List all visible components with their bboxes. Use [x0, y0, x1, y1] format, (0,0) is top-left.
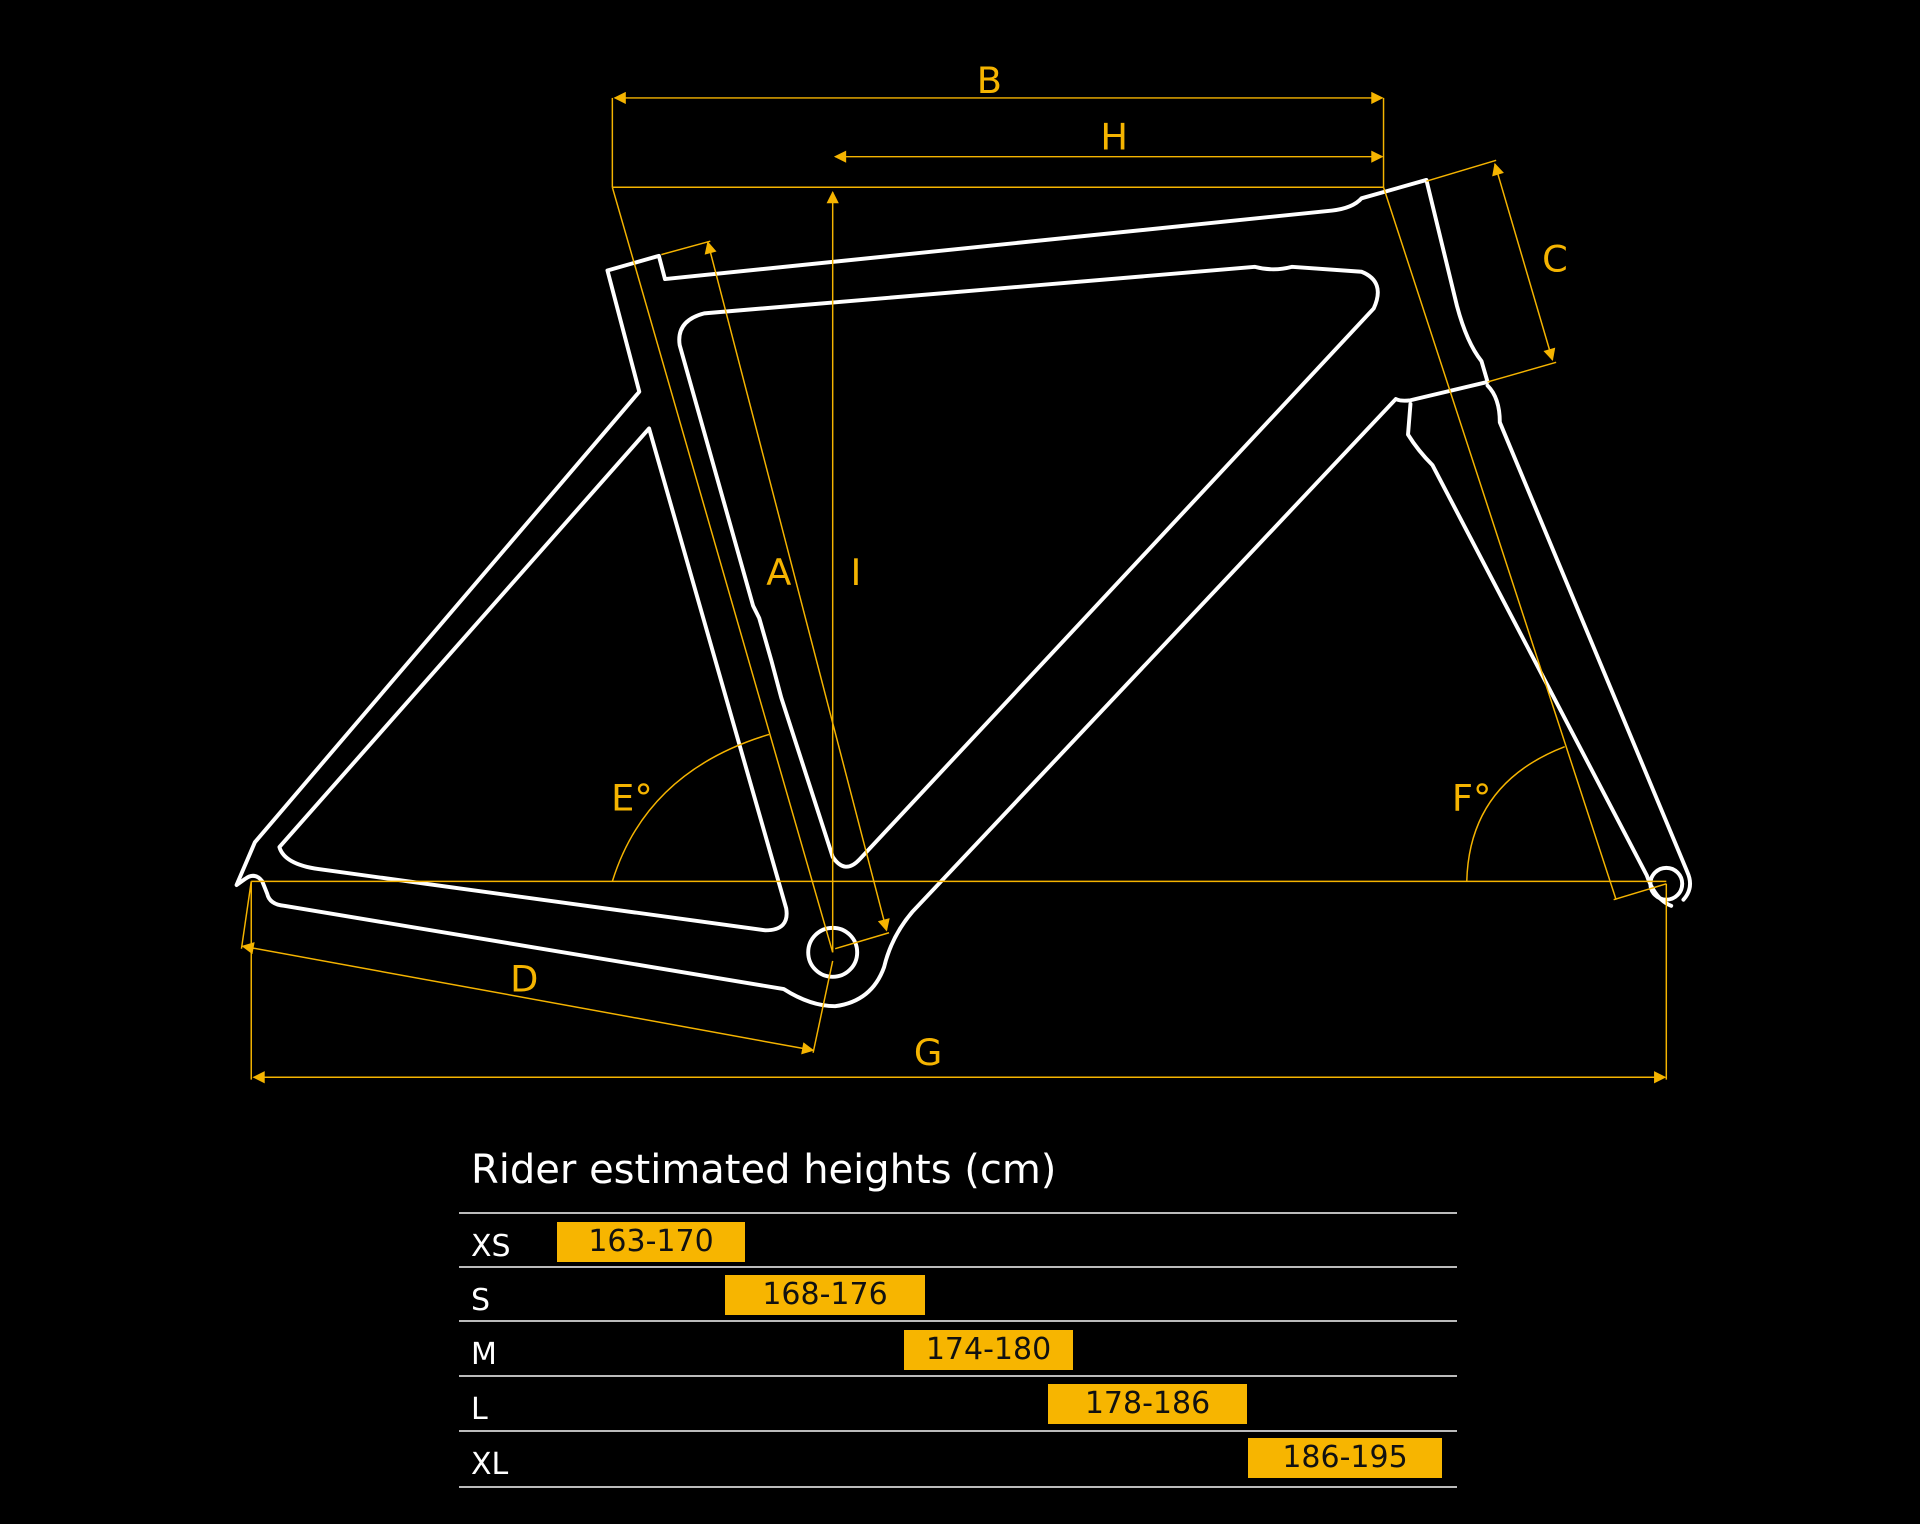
height-range-bar: 163-170	[557, 1222, 745, 1262]
size-label: S	[471, 1283, 491, 1318]
table-row-m: M 174-180	[459, 1320, 1457, 1376]
label-E-angle: E°	[611, 776, 653, 819]
label-H: H	[1100, 115, 1128, 158]
dim-C-line	[1492, 162, 1556, 362]
rider-heights-title: Rider estimated heights (cm)	[471, 1147, 1057, 1193]
height-range-bar: 186-195	[1248, 1438, 1442, 1478]
label-G: G	[914, 1031, 942, 1074]
size-label: XS	[471, 1229, 511, 1264]
bike-frame-outline	[234, 177, 1692, 1009]
height-range-bar: 178-186	[1048, 1384, 1247, 1424]
table-row-s: S 168-176	[459, 1266, 1457, 1322]
label-C: C	[1542, 238, 1568, 281]
size-label: XL	[471, 1447, 509, 1482]
label-I: I	[851, 551, 862, 594]
dim-D-line	[241, 942, 815, 1055]
table-row-xs: XS 163-170	[459, 1212, 1457, 1268]
angle-E-arc	[611, 733, 770, 882]
label-B: B	[977, 59, 1002, 102]
label-F-angle: F°	[1452, 776, 1491, 819]
dimension-lines	[240, 91, 1668, 1084]
angle-F-arc	[1466, 746, 1565, 882]
height-range-bar: 168-176	[725, 1275, 925, 1315]
size-label: M	[471, 1337, 497, 1372]
height-range-bar: 174-180	[904, 1330, 1073, 1370]
table-row-xl: XL 186-195	[459, 1430, 1457, 1488]
size-label: L	[471, 1392, 488, 1427]
label-D: D	[510, 958, 538, 1001]
table-row-l: L 178-186	[459, 1375, 1457, 1431]
label-A: A	[766, 551, 791, 594]
dimension-labels: B H C A I E° F° D G	[510, 59, 1568, 1074]
dim-A-line	[704, 241, 890, 932]
